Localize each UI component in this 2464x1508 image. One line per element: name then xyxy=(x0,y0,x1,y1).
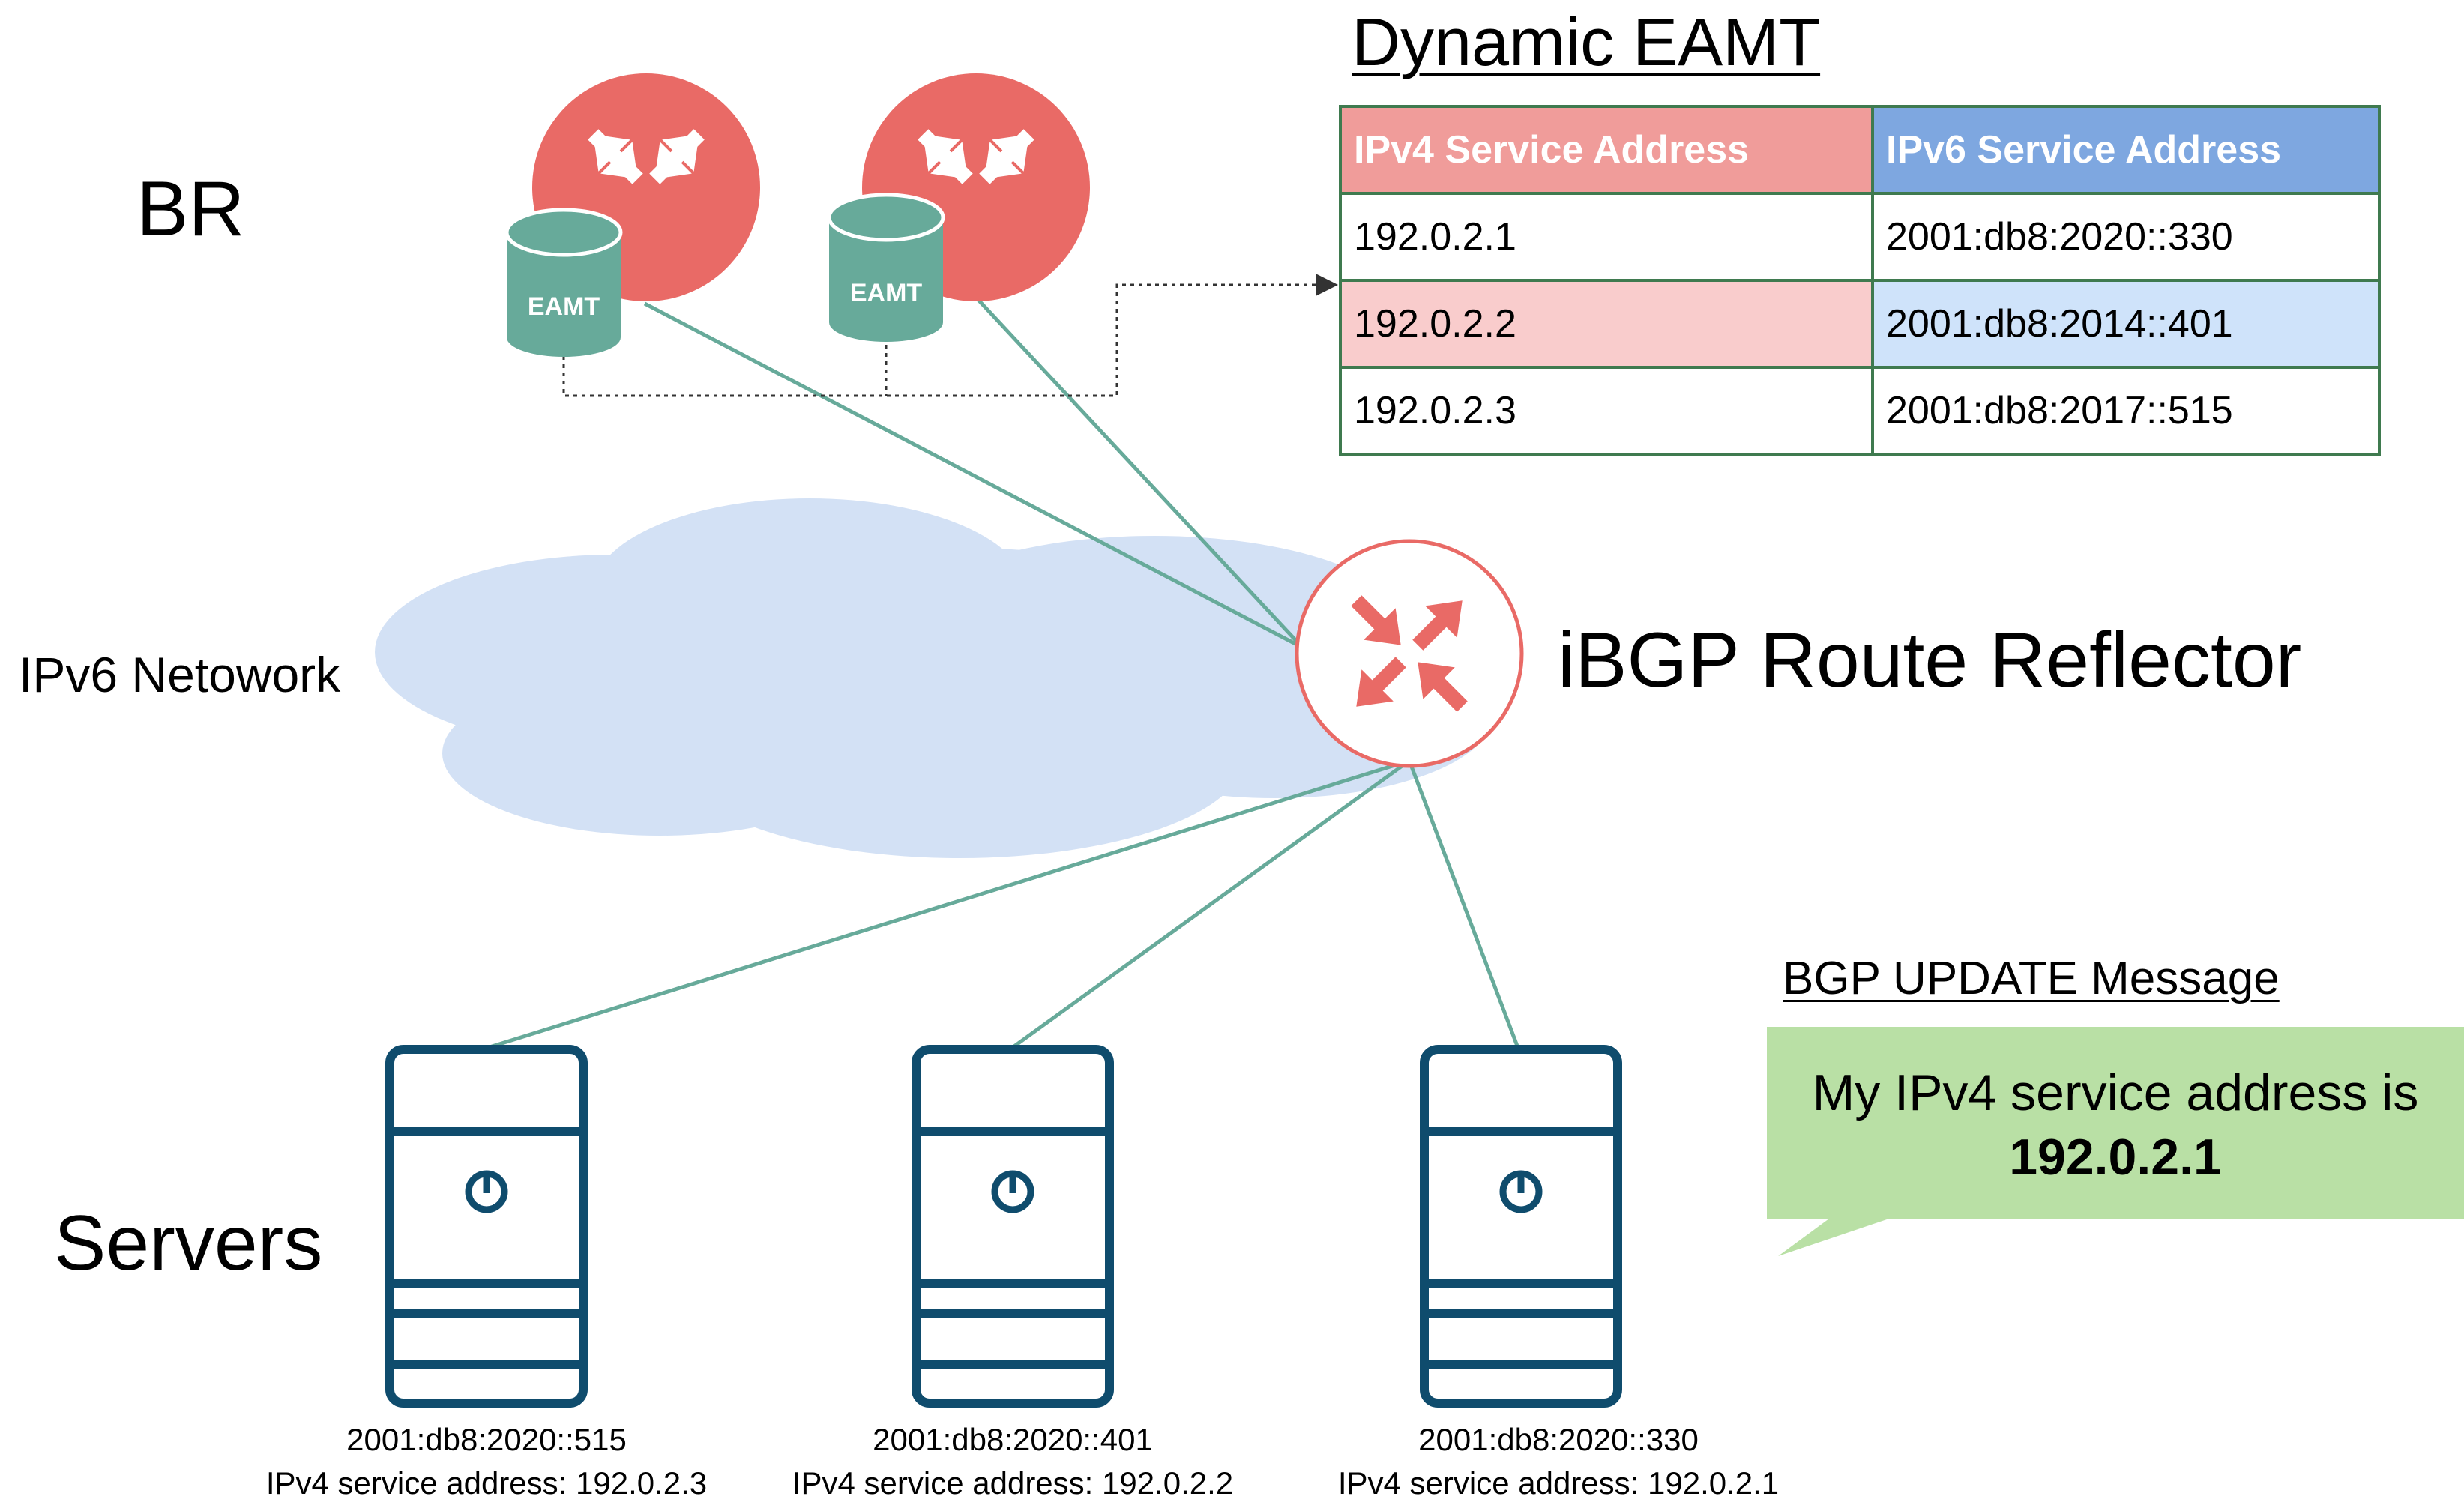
server-2-ipv6: 2001:db8:2020::401 xyxy=(873,1422,1153,1457)
route-reflector-icon xyxy=(1295,539,1524,768)
bgp-update-callout xyxy=(1767,1027,2464,1256)
cell-ipv6: 2001:db8:2014::401 xyxy=(1871,279,2381,369)
br-label: BR xyxy=(136,166,245,253)
server-1-caption: 2001:db8:2020::515 IPv4 service address:… xyxy=(224,1418,749,1505)
bgp-update-title: BGP UPDATE Message xyxy=(1783,953,2280,1004)
ipv6-network-cloud xyxy=(375,498,1492,858)
server-3-caption: 2001:db8:2020::330 IPv4 service address:… xyxy=(1296,1418,1821,1505)
bgp-update-message: My IPv4 service address is 192.0.2.1 xyxy=(1771,1061,2460,1189)
bgp-update-line1: My IPv4 service address is xyxy=(1812,1064,2419,1121)
table-row-highlighted: 192.0.2.2 2001:db8:2014::401 xyxy=(1339,279,2381,369)
eamt-icon-label-2: EAMT xyxy=(850,279,923,307)
server-icon-1 xyxy=(385,1045,588,1408)
server-icon-3 xyxy=(1420,1045,1622,1408)
server-3-ipv4: IPv4 service address: 192.0.2.1 xyxy=(1337,1465,1780,1501)
ipv6-network-label: IPv6 Netowork xyxy=(19,647,341,702)
table-header-row: IPv4 Service Address IPv6 Service Addres… xyxy=(1339,105,2381,195)
bgp-update-address: 192.0.2.1 xyxy=(2009,1129,2222,1186)
servers-label: Servers xyxy=(54,1200,323,1287)
cell-ipv6: 2001:db8:2017::515 xyxy=(1871,366,2381,456)
cell-ipv4: 192.0.2.1 xyxy=(1339,192,1874,282)
server-3-ipv6: 2001:db8:2020::330 xyxy=(1418,1422,1699,1457)
table-row: 192.0.2.3 2001:db8:2017::515 xyxy=(1339,366,2381,456)
cell-ipv6: 2001:db8:2020::330 xyxy=(1871,192,2381,282)
cell-ipv4: 192.0.2.3 xyxy=(1339,366,1874,456)
server-2-caption: 2001:db8:2020::401 IPv4 service address:… xyxy=(750,1418,1275,1505)
eamt-database-1: EAMT xyxy=(504,208,623,357)
server-icon-2 xyxy=(912,1045,1114,1408)
eamt-database-2: EAMT xyxy=(827,193,945,342)
cell-ipv4: 192.0.2.2 xyxy=(1339,279,1874,369)
dynamic-eamt-table: IPv4 Service Address IPv6 Service Addres… xyxy=(1339,105,2381,456)
header-ipv6: IPv6 Service Address xyxy=(1871,105,2381,195)
eamt-sync-line xyxy=(562,274,1338,397)
network-links xyxy=(487,298,1520,1050)
eamt-table-title: Dynamic EAMT xyxy=(1352,5,1821,80)
server-1-ipv6: 2001:db8:2020::515 xyxy=(346,1422,627,1457)
server-2-ipv4: IPv4 service address: 192.0.2.2 xyxy=(792,1465,1234,1501)
header-ipv4: IPv4 Service Address xyxy=(1339,105,1874,195)
server-1-ipv4: IPv4 service address: 192.0.2.3 xyxy=(265,1465,708,1501)
route-reflector-label: iBGP Route Reflector xyxy=(1558,617,2302,704)
table-row: 192.0.2.1 2001:db8:2020::330 xyxy=(1339,192,2381,282)
eamt-icon-label-1: EAMT xyxy=(528,292,600,321)
